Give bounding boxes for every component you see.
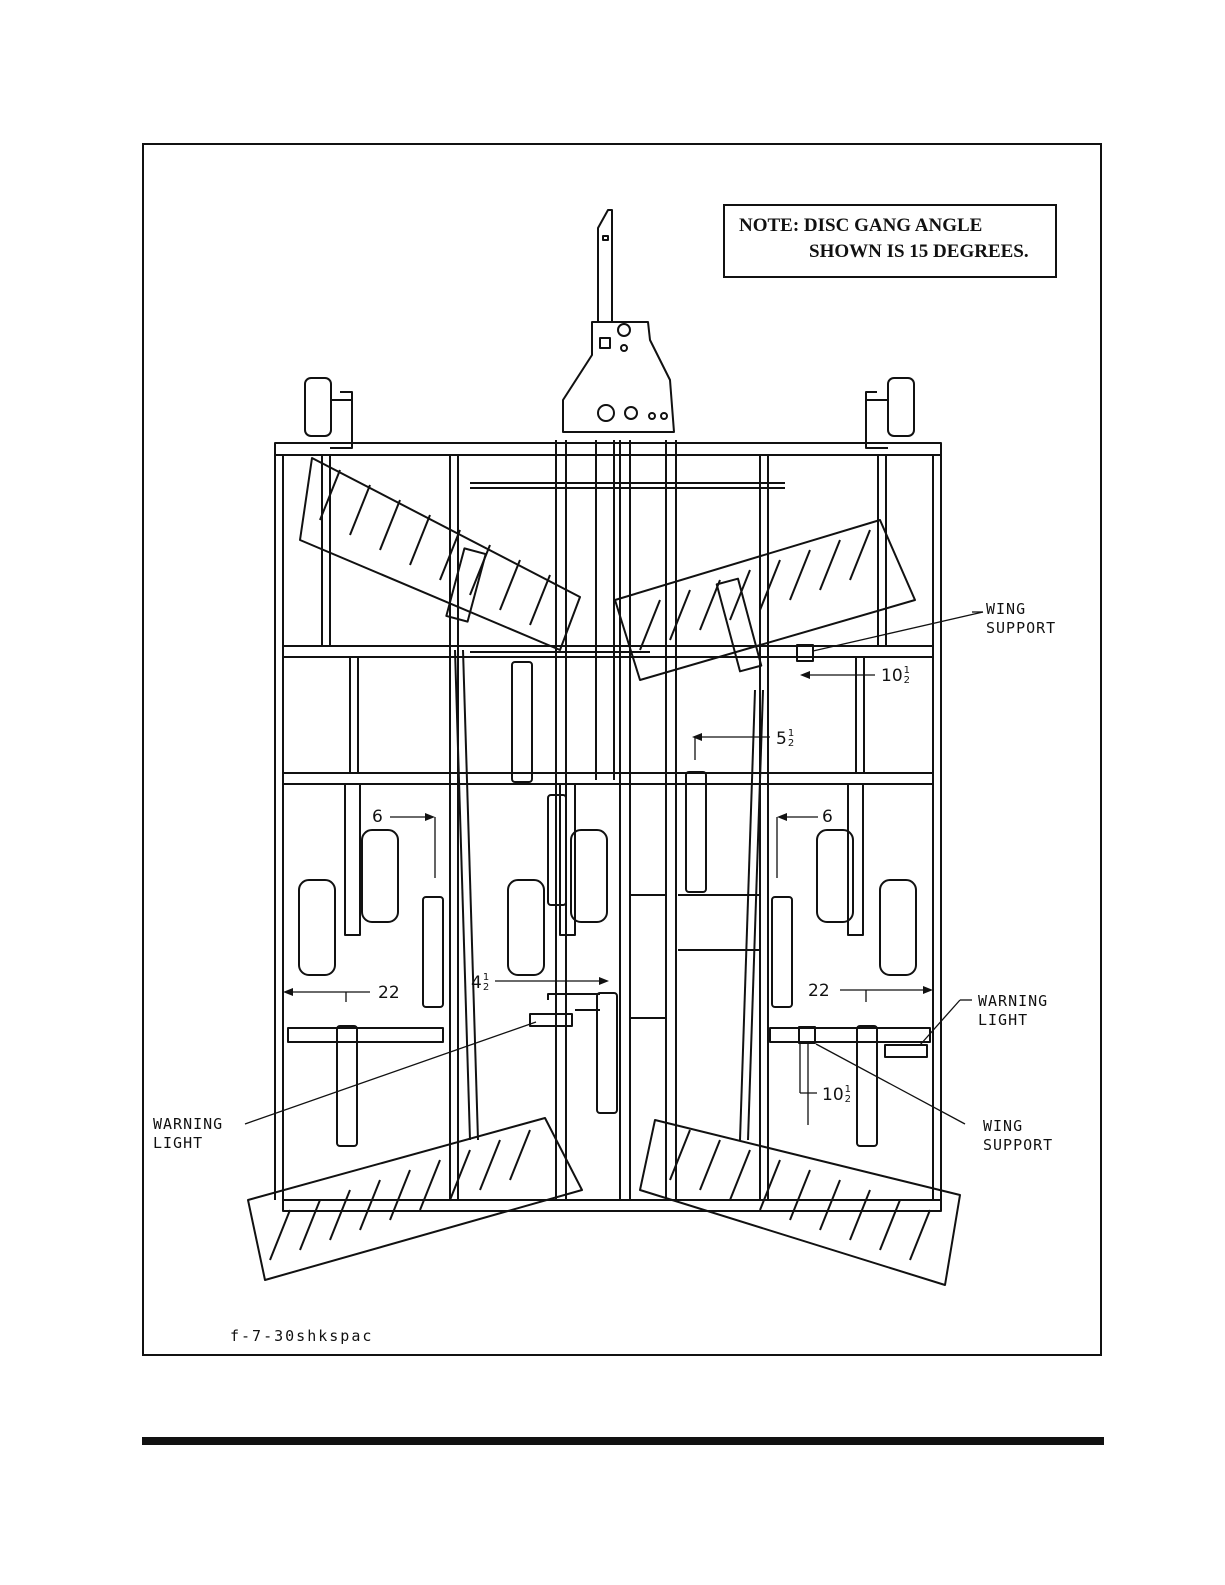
dim-left-shank-spacing: 22 xyxy=(378,984,400,1002)
hitch-tongue xyxy=(563,210,674,432)
note-line-1: NOTE: DISC GANG ANGLE xyxy=(739,215,982,237)
note-box: NOTE: DISC GANG ANGLE SHOWN IS 15 DEGREE… xyxy=(723,204,1057,278)
wing-support-lower-label: WING SUPPORT xyxy=(983,1117,1053,1155)
dim-left-shank-offset: 6 xyxy=(372,808,383,826)
wing-cylinders xyxy=(446,548,763,1140)
warning-light-right-label: WARNING LIGHT xyxy=(978,992,1048,1030)
gauge-wheel-right-top xyxy=(866,378,914,448)
dim-right-shank-offset: 6 xyxy=(822,808,833,826)
wing-support-lower-block xyxy=(799,1027,815,1043)
disc-gang-left-front xyxy=(300,458,580,650)
note-line-2: SHOWN IS 15 DEGREES. xyxy=(809,241,1029,263)
dim-right-shank-spacing: 22 xyxy=(808,982,830,1000)
footer-rule xyxy=(142,1437,1104,1445)
wing-support-upper-block xyxy=(797,645,813,661)
disc-gang-right-rear xyxy=(640,1120,960,1285)
warning-light-left-label: WARNING LIGHT xyxy=(153,1115,223,1153)
warning-light-right-lamp xyxy=(885,1045,927,1057)
gauge-wheel-left-top xyxy=(305,378,352,448)
figure-id: f-7-30shkspac xyxy=(230,1327,373,1345)
wing-support-upper-label: WING SUPPORT xyxy=(986,600,1056,638)
